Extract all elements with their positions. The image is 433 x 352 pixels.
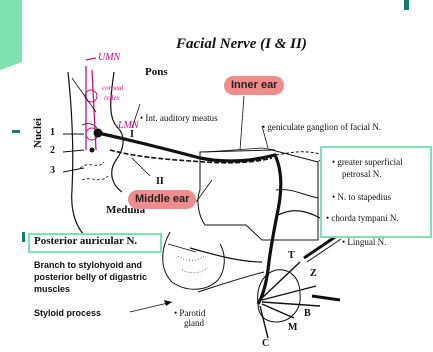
- label-parotid-2: gland: [184, 318, 204, 328]
- left-accent-2: [22, 232, 25, 242]
- lingual-nerve-edge: [307, 239, 341, 262]
- branch-marginal: [262, 304, 294, 318]
- label-letter-t: T: [288, 250, 295, 261]
- posterior-auricular-branch: [190, 248, 262, 262]
- label-styloid: Styloid process: [34, 308, 101, 318]
- branch-zygomatic: [262, 286, 316, 300]
- top-right-accent: [404, 0, 409, 10]
- label-num-3: 3: [50, 165, 55, 176]
- annotation-bracket: [86, 58, 96, 60]
- label-geniculate: • geniculate ganglion of facial N.: [262, 122, 381, 132]
- inner-ear-pill: Inner ear: [224, 76, 284, 95]
- label-parotid-1: • Parotid: [174, 308, 205, 318]
- label-n-to-stapedius: • N. to stapedius: [332, 192, 391, 202]
- label-num-2: 2: [50, 145, 55, 156]
- label-int-auditory-meatus: • Int. auditory meatus: [140, 113, 218, 123]
- branch-cervical: [260, 306, 268, 338]
- annotation-circle-1: [85, 90, 97, 102]
- styloid-arrowhead: [164, 300, 172, 306]
- left-accent-1: [12, 130, 20, 133]
- mastoid-stipple: [178, 256, 208, 273]
- facial-nucleus: [94, 129, 103, 138]
- petrous-box: [198, 150, 318, 240]
- label-num-1: 1: [50, 127, 55, 138]
- buccal-stub: [312, 296, 340, 300]
- stapedius-branch: [276, 190, 318, 198]
- label-posterior-auricular: Posterior auricular N.: [34, 235, 137, 247]
- annotation-umn: UMN: [98, 52, 120, 63]
- brainstem-outline: [68, 72, 96, 244]
- label-nuclei: Nuclei: [32, 118, 44, 148]
- annotation-lmn: LMN: [118, 120, 139, 131]
- annotation-note-1: corneal: [102, 84, 123, 92]
- label-chorda-tympani: • chorda tympani N.: [326, 213, 399, 223]
- chorda-tympani-branch: [278, 211, 320, 218]
- lingual-nerve: [304, 235, 338, 258]
- middle-ear-leader: [196, 180, 212, 202]
- nucleus-arrow-3: [63, 168, 84, 172]
- label-letter-b: B: [304, 308, 311, 319]
- label-branch-3: muscles: [34, 284, 70, 294]
- label-letter-z: Z: [310, 268, 317, 279]
- nucleus-dashed-1: [80, 162, 104, 168]
- corner-tab: [0, 0, 22, 70]
- nucleus-dashed-2: [82, 176, 108, 180]
- label-letter-c: C: [262, 338, 269, 349]
- label-branch-2: posterior belly of digastric: [34, 272, 147, 282]
- digastric-branch: [198, 272, 264, 292]
- label-lingual: • Lingual N.: [342, 237, 386, 247]
- label-greater-superficial-2: petrosal N.: [342, 169, 382, 179]
- inner-ear-leader: [240, 96, 244, 150]
- label-letter-m: M: [288, 322, 297, 333]
- annotation-note-2: reflex: [104, 94, 120, 102]
- label-greater-superficial-1: • greater superficial: [332, 157, 403, 167]
- middle-ear-pill: Middle ear: [128, 190, 196, 209]
- label-roman-two: II: [156, 176, 164, 187]
- page-title: Facial Nerve (I & II): [176, 36, 307, 53]
- label-branch-1: Branch to stylohyoid and: [34, 260, 142, 270]
- branch-buccal: [262, 302, 320, 306]
- label-pons: Pons: [145, 66, 168, 78]
- roman-two-leader: [132, 158, 150, 176]
- nucleus-2: [90, 148, 95, 153]
- mastoid-outline: [163, 232, 225, 289]
- petrosal-branch: [276, 152, 320, 155]
- nucleus-arrow-2: [63, 150, 84, 152]
